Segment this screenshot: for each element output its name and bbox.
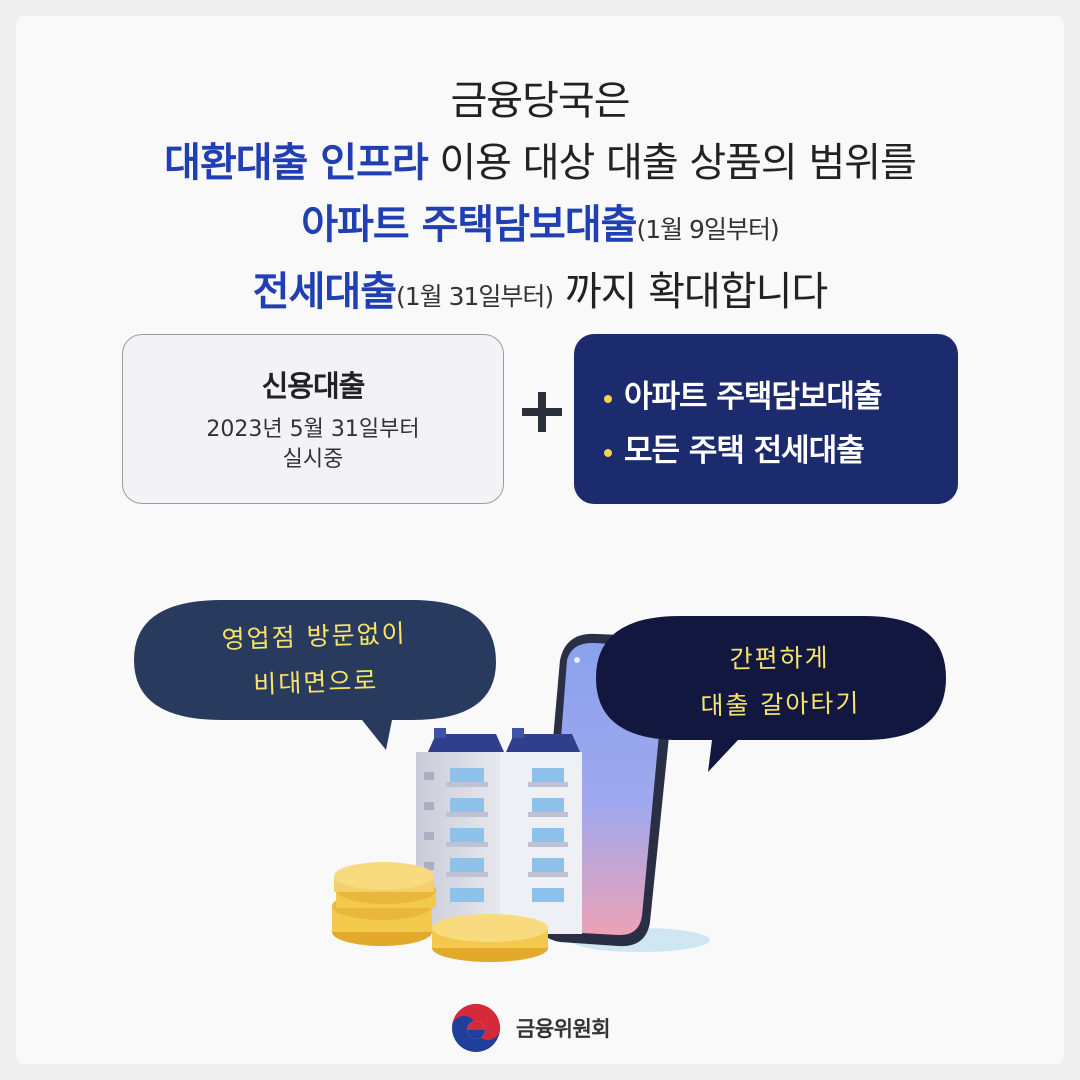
headline-emphasis: 아파트 주택담보대출 — [301, 202, 637, 248]
taegeuk-emblem-icon — [452, 1004, 500, 1052]
speech-bubble-right — [596, 616, 946, 772]
current-product-box: 신용대출 2023년 5월 31일부터 실시중 — [122, 334, 504, 504]
plus-icon — [522, 392, 562, 432]
speech-bubble-right-text: 간편하게 대출 갈아타기 — [700, 643, 861, 721]
new-products-box: 아파트 주택담보대출 모든 주택 전세대출 — [574, 334, 958, 504]
organization-name: 금융위원회 — [516, 1017, 611, 1041]
headline-line-2: 대환대출 인프라 이용 대상 대출 상품의 범위를 — [164, 140, 917, 186]
speech-bubble-left — [134, 600, 496, 750]
new-products-list: 아파트 주택담보대출 모든 주택 전세대출 — [604, 370, 882, 478]
headline: 금융당국은 대환대출 인프라 이용 대상 대출 상품의 범위를 아파트 주택담보… — [0, 70, 1080, 328]
headline-emphasis: 전세대출 — [252, 269, 397, 315]
headline-date-note: (1월 9일부터) — [636, 215, 779, 244]
current-product-status: 실시중 — [282, 447, 344, 472]
footer: 금융위원회 — [448, 1000, 611, 1056]
current-product-title: 신용대출 — [261, 369, 366, 403]
bullet-dot-icon — [604, 394, 612, 403]
current-product-since: 2023년 5월 31일부터 — [206, 417, 420, 442]
headline-line-3: 아파트 주택담보대출(1월 9일부터) — [0, 194, 1080, 261]
apartment-building-icon — [416, 728, 582, 934]
new-product-item: 모든 주택 전세대출 — [604, 424, 881, 478]
headline-emphasis: 대환대출 인프라 — [164, 140, 429, 186]
speech-bubble-left-text: 영업점 방문없이 비대면으로 — [221, 618, 408, 700]
headline-date-note: (1월 31일부터) — [396, 282, 554, 311]
headline-line-4: 전세대출(1월 31일부터) 까지 확대합니다 — [252, 269, 828, 315]
coin-stack-icon — [332, 862, 548, 962]
bullet-dot-icon — [604, 448, 612, 457]
headline-line-1: 금융당국은 — [450, 78, 631, 124]
new-product-item: 아파트 주택담보대출 — [604, 370, 882, 424]
